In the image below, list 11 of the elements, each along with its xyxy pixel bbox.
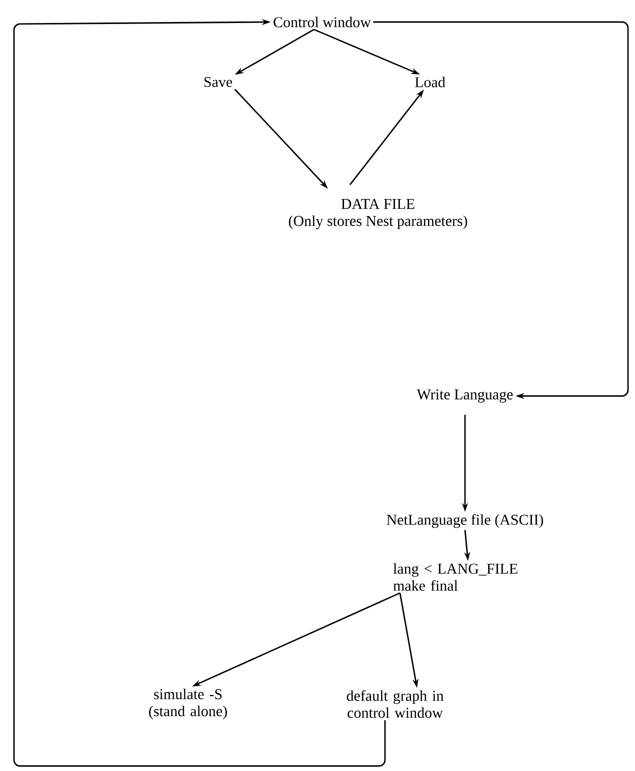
arrow [13,19,386,767]
flow-label: lang < LANG_FILE make final [393,563,518,591]
flow-label: Load [415,76,446,88]
flow-label: NetLanguage file (ASCII) [386,514,544,528]
flow-label: Control window [274,16,371,28]
flow-label: Write Language [416,389,513,403]
flow-label: simulate -S (stand alone) [149,688,227,720]
flow-label: DATA FILE (Only stores Nest parameters) [288,198,468,230]
flow-label: default graph in control window [346,690,444,718]
arrow [373,21,629,400]
flow-label: Save [204,76,232,88]
